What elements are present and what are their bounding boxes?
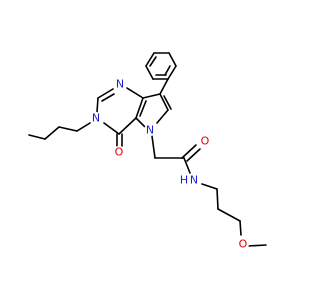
bond-n3-c4 xyxy=(103,122,120,135)
o-ring-carbonyl-label: O xyxy=(115,146,124,159)
bond-c4a-c7a-double xyxy=(139,100,147,117)
bond-n1-c2 xyxy=(97,88,114,99)
atom-n-amide: N H xyxy=(180,174,200,187)
bond-ph-inner-2 xyxy=(149,56,157,67)
n-amide-label: N xyxy=(190,174,198,187)
bonds xyxy=(28,52,267,247)
bond-ph-1 xyxy=(168,52,177,67)
bond-c4a-c7a xyxy=(135,97,144,119)
atom-n-ring-left: N xyxy=(90,112,102,125)
molecule-structure: N N N O O N H O xyxy=(28,52,267,251)
atom-o-ring-carbonyl: O xyxy=(113,146,125,159)
bond-n5-ch2 xyxy=(151,135,156,159)
bond-c7-c8 xyxy=(159,93,169,111)
bond-co-o-double xyxy=(186,148,201,162)
atom-n-pyrrole: N xyxy=(144,124,156,137)
bond-c7-c8-double xyxy=(163,95,172,110)
n-ring-left-label: N xyxy=(92,112,100,125)
bond-ph-4 xyxy=(145,65,154,80)
bond-butyl-2 xyxy=(58,126,78,132)
atom-o-ether: O xyxy=(237,238,249,251)
bond-ph-5 xyxy=(145,52,155,67)
bond-n3-butyl-1 xyxy=(76,122,91,132)
bond-propyl-3 xyxy=(217,208,241,222)
h-amide-label: H xyxy=(180,174,188,187)
bond-c2-n3 xyxy=(96,97,99,113)
o-ether-label: O xyxy=(239,238,248,251)
bond-propyl-o xyxy=(239,220,242,236)
bond-c7a-n1 xyxy=(126,87,144,99)
bond-co-o xyxy=(181,144,197,159)
bond-butyl-3 xyxy=(44,126,60,140)
bond-ph-pyrrole xyxy=(159,78,169,95)
bond-c4-c4a xyxy=(118,117,137,135)
bond-n-propyl-1 xyxy=(201,183,218,190)
bond-n1-c2-double xyxy=(101,93,115,102)
bond-c8-n5 xyxy=(156,109,169,124)
n-pyrrole-label: N xyxy=(146,124,154,137)
bond-co-n xyxy=(183,157,191,174)
bond-ph-inner-1 xyxy=(164,65,171,76)
atom-n-ring-top: N xyxy=(114,78,126,91)
molecule-canvas: N N N O O N H O xyxy=(28,52,267,251)
o-amide-label: O xyxy=(201,135,210,148)
bond-o-methyl xyxy=(247,244,267,247)
bond-butyl-4 xyxy=(28,134,46,140)
bond-c7a-c7 xyxy=(142,93,161,99)
atom-labels: N N N O O N H O xyxy=(90,78,249,251)
n-ring-top-label: N xyxy=(116,78,124,91)
bond-propyl-2 xyxy=(216,188,219,210)
bond-ph-2 xyxy=(167,65,177,80)
atom-o-amide: O xyxy=(199,135,211,148)
